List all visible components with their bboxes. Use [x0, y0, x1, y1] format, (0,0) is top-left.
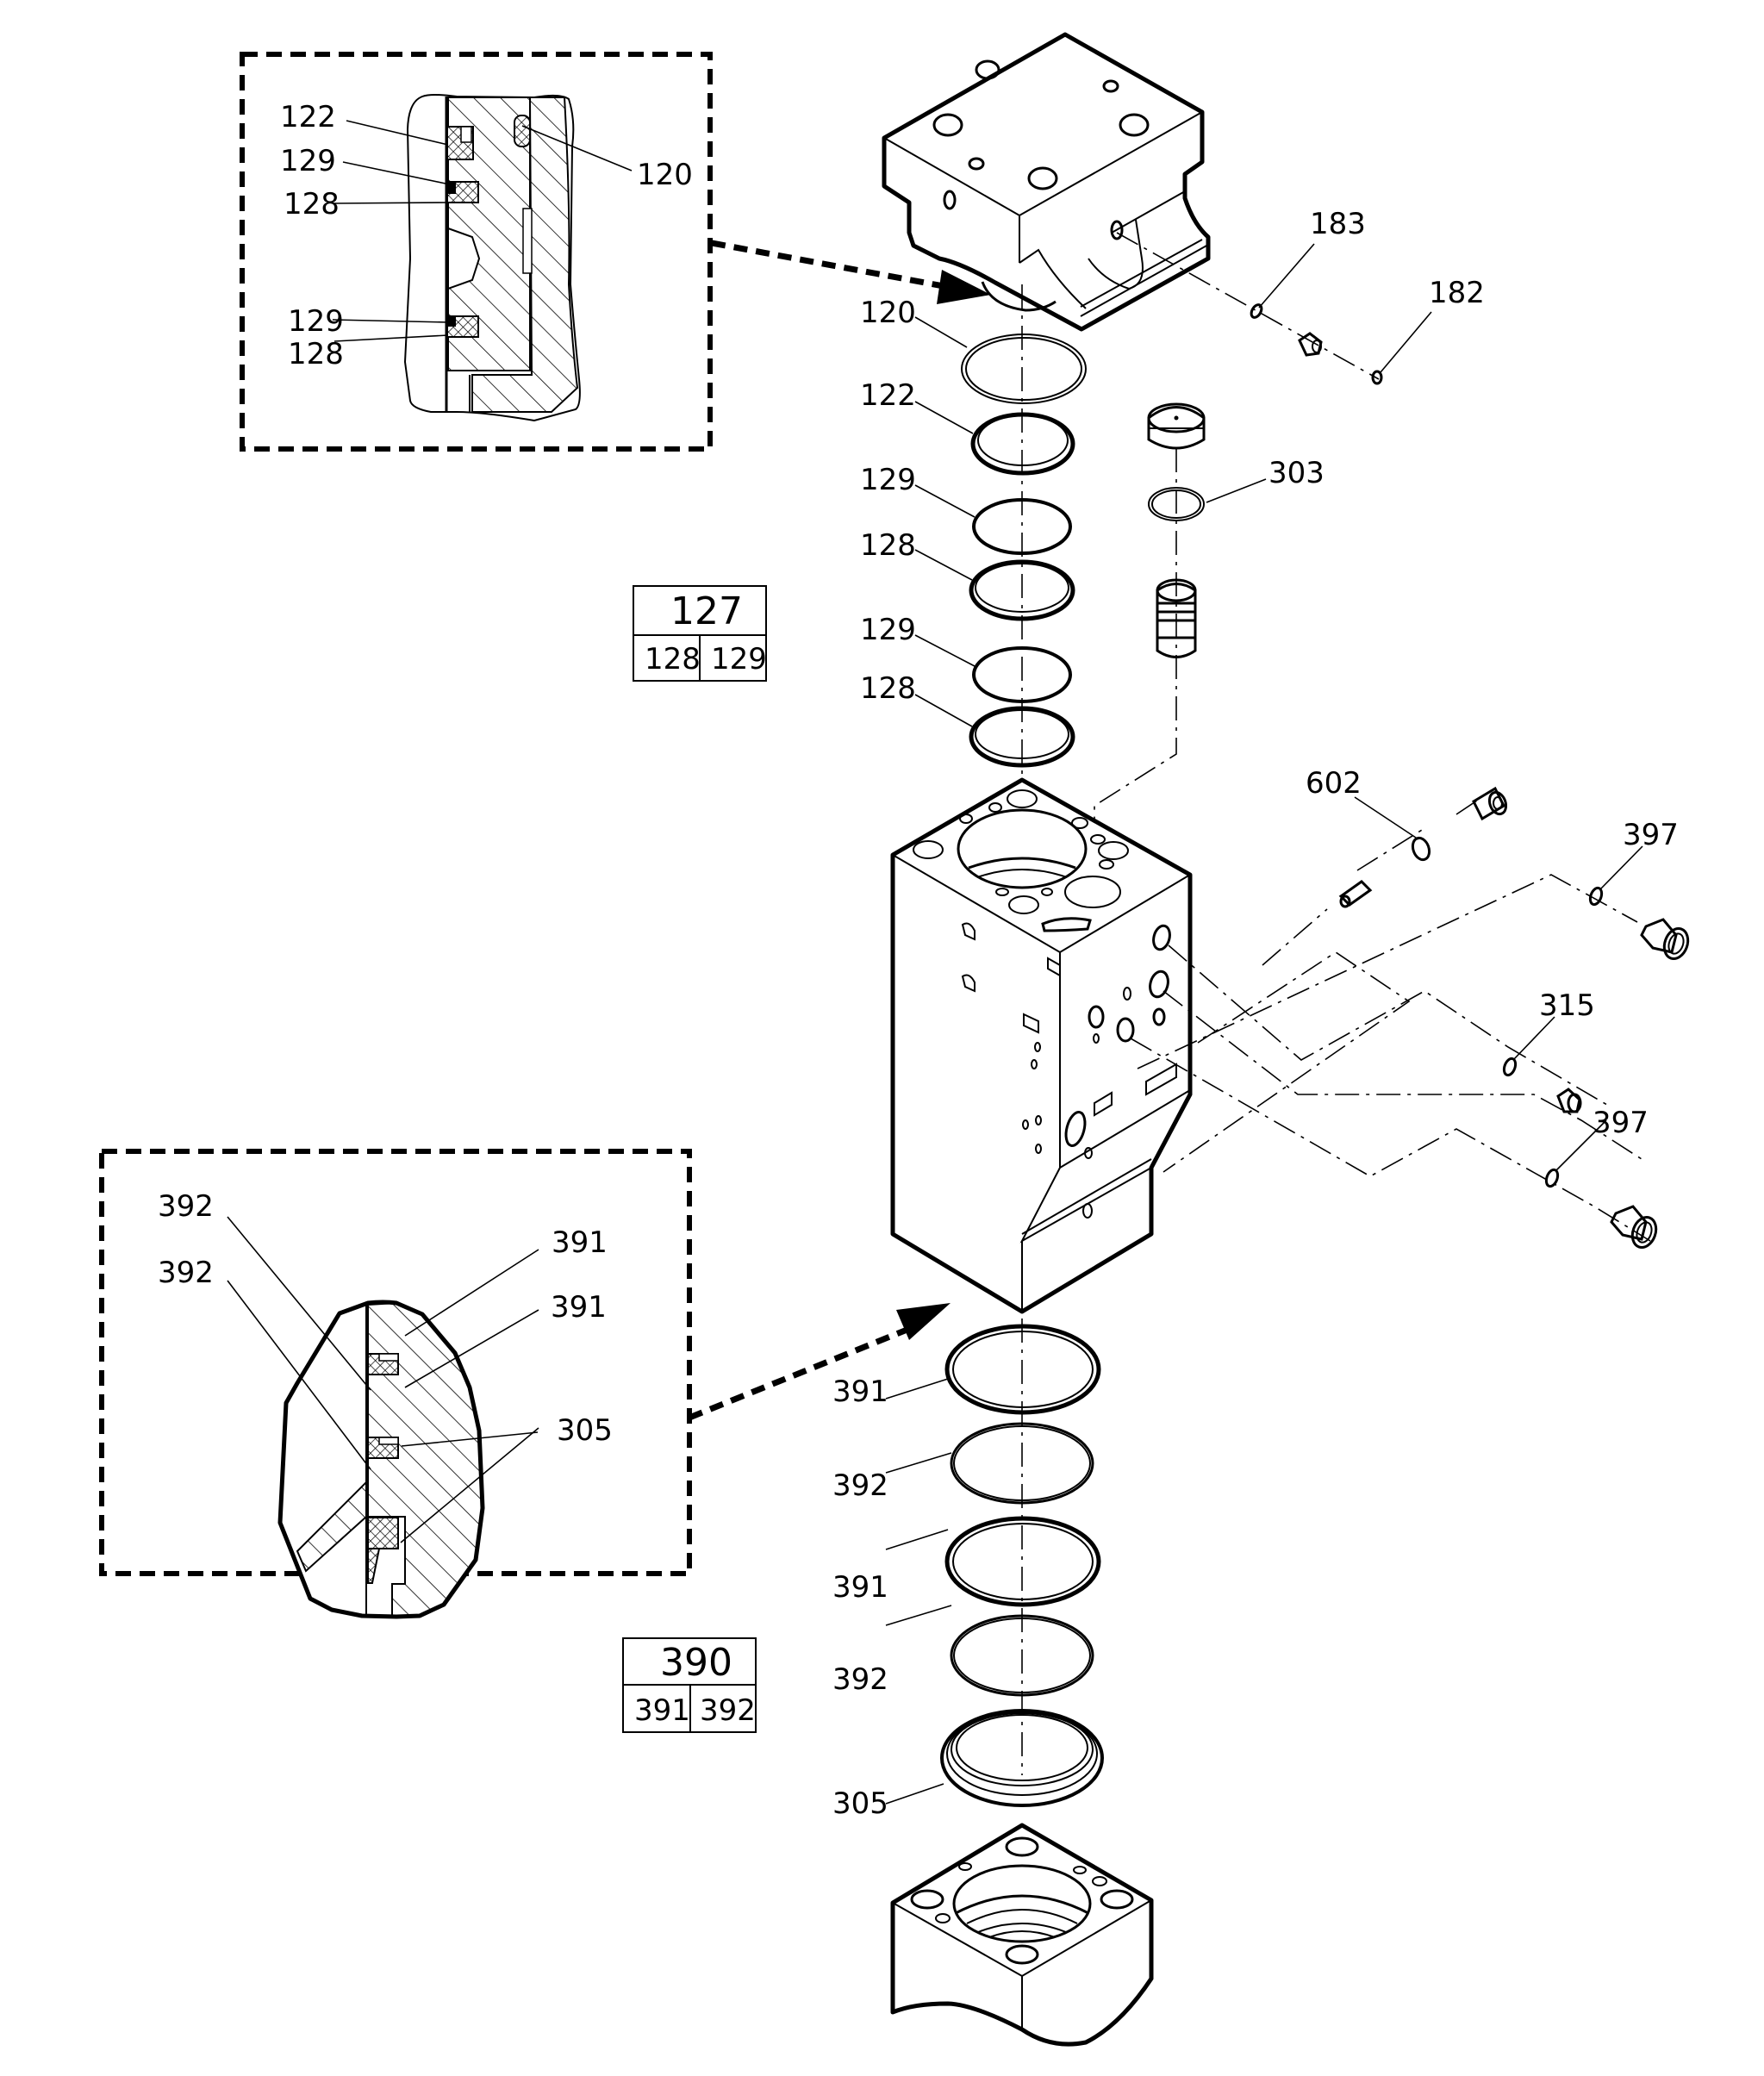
arrow-head-icon	[937, 270, 991, 304]
label-129-lower: 129	[860, 613, 916, 647]
bottom-flange-block	[890, 1823, 1154, 2047]
arrow-head-icon	[896, 1303, 951, 1340]
part-397-lower-group: 397	[1544, 1106, 1658, 1249]
label-391-lower: 391	[832, 1570, 888, 1605]
ring-392-upper	[950, 1422, 1094, 1505]
label-392-lower: 392	[832, 1662, 888, 1697]
inset-top-label-128-upper: 128	[284, 187, 340, 221]
inset-top-arrow	[711, 240, 991, 304]
kit-390-content-391: 391	[634, 1693, 690, 1728]
seal-305-section	[367, 1517, 399, 1549]
cartridge-body	[1156, 578, 1197, 658]
inset-bottom-label-391-lower: 391	[551, 1290, 607, 1325]
part-315-group: 315	[1502, 988, 1595, 1113]
ring-392-lower	[950, 1614, 1094, 1697]
fitting-upper	[1640, 918, 1690, 960]
label-391-upper: 391	[832, 1375, 888, 1409]
inset-bottom-label-305: 305	[557, 1413, 613, 1448]
label-397-lower: 397	[1593, 1106, 1649, 1140]
inset-bottom-label-392-upper: 392	[158, 1189, 214, 1224]
fitting-lower	[1610, 1205, 1658, 1249]
kit-127-content-128: 128	[645, 642, 701, 676]
cartridge-cap	[1147, 402, 1206, 450]
inset-top-frame	[240, 52, 713, 452]
inset-top-label-129-upper: 129	[280, 144, 336, 178]
kit-table-127: 127 128 129	[633, 585, 767, 682]
ring-120	[961, 334, 1087, 404]
inset-bottom-detail: 392 392 391 391 305	[99, 1149, 692, 1619]
ring-305	[940, 1709, 1104, 1807]
inset-top-label-122: 122	[280, 100, 336, 134]
label-392-upper: 392	[832, 1468, 888, 1503]
part-397-upper-group: 397	[1588, 818, 1690, 960]
inset-top-label-129-lower: 129	[288, 304, 344, 339]
top-cap-block	[882, 32, 1211, 332]
lower-seal-stack: 391 392 391 392 305	[832, 1324, 1104, 1821]
main-valve-body	[890, 777, 1193, 1314]
inset-top-section-outline	[403, 94, 581, 422]
inset-top-label-128-lower: 128	[288, 337, 344, 371]
kit-390-number: 390	[660, 1641, 732, 1685]
kit-390-content-392: 392	[700, 1693, 756, 1728]
label-305: 305	[832, 1786, 888, 1821]
label-122: 122	[860, 378, 916, 413]
inset-top-label-120: 120	[637, 158, 693, 192]
label-602: 602	[1306, 766, 1362, 801]
part-602-group: 602	[1137, 766, 1638, 1069]
part-fitting-nipple	[1298, 332, 1323, 357]
part-182-plug	[1371, 370, 1383, 385]
valve-cartridge-303-group: 303	[1094, 402, 1325, 823]
label-183: 183	[1310, 207, 1366, 241]
ring-129-upper	[972, 498, 1072, 555]
ring-602	[1411, 836, 1431, 862]
ring-122	[970, 412, 1075, 476]
inset-bottom-arrow	[688, 1303, 951, 1421]
kit-127-content-129: 129	[711, 642, 767, 676]
ring-128-lower	[969, 706, 1075, 768]
inset-bottom-label-392-lower: 392	[158, 1256, 214, 1290]
ring-303	[1148, 487, 1205, 521]
plug-315	[1556, 1088, 1582, 1113]
kit-127-number: 127	[670, 589, 743, 633]
pin-part	[1338, 880, 1373, 908]
ring-129-lower	[972, 646, 1072, 703]
plug-part	[1472, 786, 1508, 821]
ring-391-upper	[944, 1324, 1101, 1415]
label-182: 182	[1429, 276, 1485, 310]
ring-391-lower	[944, 1516, 1101, 1607]
kit-table-390: 390 391 392	[622, 1637, 757, 1733]
upper-seal-stack: 120 122 129 128 129 128	[860, 296, 1087, 768]
part-183-oring	[1250, 303, 1263, 319]
label-128-upper: 128	[860, 528, 916, 563]
label-128-lower: 128	[860, 671, 916, 706]
ring-128-upper	[969, 559, 1075, 621]
inset-top-detail: 122 129 128 120 129 128	[240, 52, 713, 452]
label-303: 303	[1268, 456, 1325, 490]
seal-120-section	[514, 115, 531, 147]
label-120: 120	[860, 296, 916, 330]
label-397-upper: 397	[1623, 818, 1679, 852]
label-129-upper: 129	[860, 463, 916, 497]
label-315: 315	[1539, 988, 1595, 1023]
inset-bottom-label-391-upper: 391	[552, 1225, 608, 1260]
